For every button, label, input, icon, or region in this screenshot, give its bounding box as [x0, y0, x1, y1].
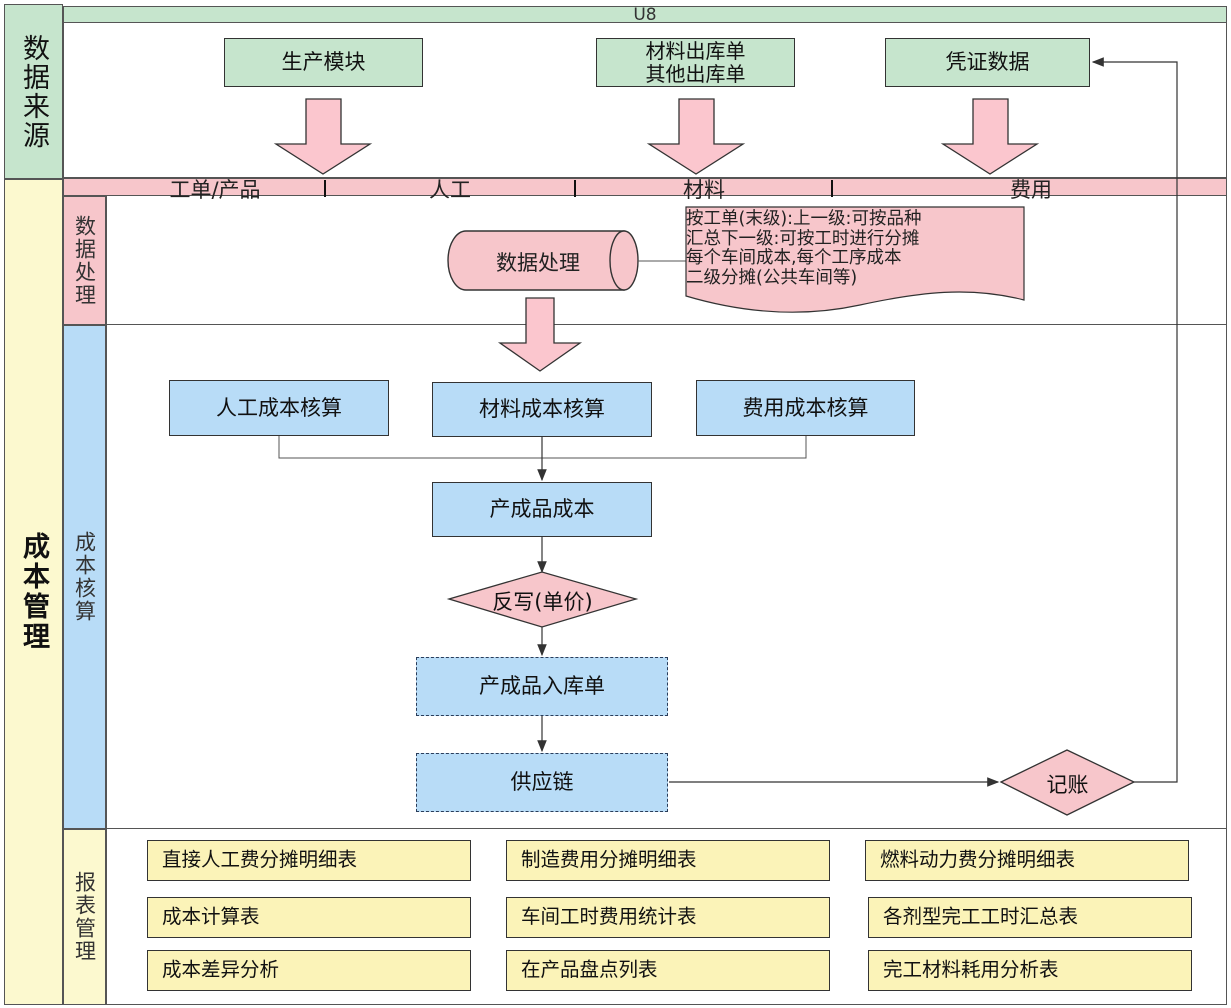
down-arrow-processing: [497, 297, 583, 372]
lane-source: 数据来源: [4, 4, 63, 179]
processing-note: 按工单(末级):上一级:可按品种 汇总下一级:可按工时进行分摊 每个车间成本,每…: [686, 209, 1026, 288]
lane-cost-accounting: 成本核算: [63, 325, 106, 829]
product-cost-box: 产成品成本: [432, 482, 652, 537]
writeback-label: 反写(单价): [492, 590, 593, 614]
report-manufacturing-overhead: 制造费用分摊明细表: [506, 840, 830, 881]
lane-source-label: 数据来源: [18, 33, 49, 150]
category-material: 材料: [683, 178, 725, 202]
processing-note-shape: [685, 206, 1025, 313]
category-divider: [831, 180, 833, 197]
lane-data-processing-label: 数据处理: [72, 214, 97, 307]
lane-report-management-label: 报表管理: [72, 871, 97, 963]
source-material-box: 材料出库单 其他出库单: [596, 38, 795, 87]
report-label: 制造费用分摊明细表: [521, 848, 697, 872]
report-area: [106, 829, 1227, 1005]
accounting-area: [106, 325, 1227, 829]
category-labor: 人工: [429, 178, 471, 202]
report-wip-inventory: 在产品盘点列表: [506, 950, 830, 991]
report-workshop-hours: 车间工时费用统计表: [506, 897, 830, 938]
report-material-usage: 完工材料耗用分析表: [868, 950, 1192, 991]
material-cost-label: 材料成本核算: [479, 397, 605, 422]
source-production-label: 生产模块: [281, 50, 366, 75]
report-label: 完工材料耗用分析表: [883, 958, 1059, 982]
data-processing-label: 数据处理: [496, 251, 580, 275]
connector-posting-to-voucher: [1091, 57, 1178, 783]
labor-cost-box: 人工成本核算: [169, 380, 389, 436]
report-label: 在产品盘点列表: [521, 958, 658, 982]
report-label: 直接人工费分摊明细表: [162, 848, 358, 872]
source-area: [63, 23, 1227, 178]
labor-cost-label: 人工成本核算: [216, 395, 342, 420]
category-divider: [574, 180, 576, 197]
processing-note-line: 二级分摊(公共车间等): [686, 267, 858, 288]
source-material-line2: 其他出库单: [645, 61, 746, 86]
report-cost-calculation: 成本计算表: [147, 897, 471, 938]
report-label: 燃料动力费分摊明细表: [880, 848, 1076, 872]
processing-area: [106, 196, 1227, 325]
supply-chain-label: 供应链: [510, 770, 574, 795]
processing-note-line: 汇总下一级:可按工时进行分摊: [686, 228, 920, 249]
down-arrow-voucher: [940, 98, 1040, 175]
category-divider: [324, 180, 326, 197]
report-label: 车间工时费用统计表: [521, 905, 697, 929]
report-label: 成本差异分析: [162, 958, 280, 982]
posting-diamond: [999, 749, 1136, 816]
source-production-box: 生产模块: [224, 38, 423, 87]
report-cost-variance: 成本差异分析: [147, 950, 471, 991]
source-voucher-box: 凭证数据: [885, 38, 1090, 87]
stock-in-label: 产成品入库单: [479, 674, 605, 699]
report-fuel-power: 燃料动力费分摊明细表: [865, 840, 1189, 881]
posting-label: 记账: [1046, 773, 1089, 797]
product-cost-label: 产成品成本: [489, 497, 595, 522]
category-expense: 费用: [1010, 178, 1052, 202]
lane-cost-accounting-label: 成本核算: [72, 531, 97, 623]
lane-data-processing: 数据处理: [63, 196, 106, 325]
processing-note-line: 按工单(末级):上一级:可按品种: [686, 209, 922, 229]
report-label: 成本计算表: [162, 905, 260, 929]
source-voucher-label: 凭证数据: [945, 50, 1030, 75]
expense-cost-box: 费用成本核算: [696, 380, 915, 436]
processing-note-line: 每个车间成本,每个工序成本: [686, 248, 902, 268]
report-label: 各剂型完工工时汇总表: [883, 905, 1079, 929]
page-title: U8: [633, 4, 657, 25]
stock-in-box: 产成品入库单: [416, 657, 668, 716]
supply-chain-box: 供应链: [416, 753, 668, 812]
lane-cost-management-label: 成本管理: [18, 532, 49, 652]
source-material-line1: 材料出库单: [645, 38, 746, 63]
writeback-diamond: [446, 571, 639, 628]
header-bar: U8: [63, 4, 1227, 25]
data-processing-cylinder: [447, 230, 639, 291]
lane-report-management: 报表管理: [63, 829, 106, 1005]
expense-cost-label: 费用成本核算: [742, 395, 869, 420]
report-direct-labor: 直接人工费分摊明细表: [147, 840, 471, 881]
category-bar: [63, 178, 1227, 196]
connector-labor-merge: [278, 436, 542, 459]
down-arrow-material: [646, 98, 746, 175]
report-dosage-hours: 各剂型完工工时汇总表: [868, 897, 1192, 938]
category-workorder: 工单/产品: [169, 178, 261, 202]
lane-cost-management: 成本管理: [4, 179, 63, 1005]
material-cost-box: 材料成本核算: [432, 382, 652, 437]
down-arrow-production: [273, 98, 373, 175]
connector-expense-merge: [542, 436, 807, 459]
